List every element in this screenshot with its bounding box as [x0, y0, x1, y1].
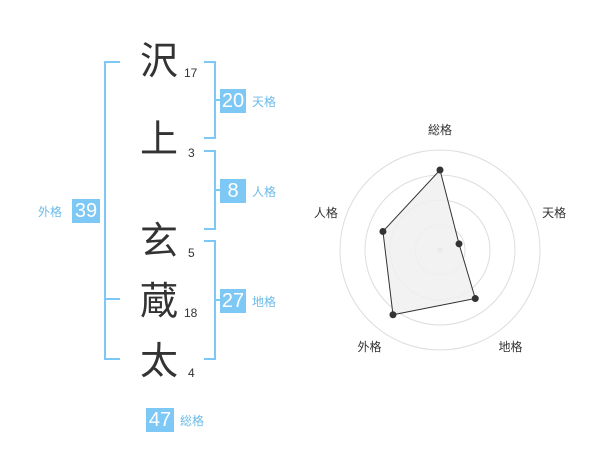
gaikaku-bracket — [104, 61, 120, 360]
jinkaku-bracket-tick — [216, 189, 220, 191]
stroke-count-4: 18 — [184, 306, 198, 320]
gaikaku-label: 外格 — [38, 205, 63, 219]
radar-point-3 — [471, 295, 479, 303]
stroke-count-2: 3 — [188, 146, 195, 160]
stroke-count-3: 5 — [188, 246, 195, 260]
radar-point-5 — [379, 227, 387, 235]
gaikaku-value-badge: 39 — [72, 199, 100, 223]
soukaku-label: 総格 — [180, 414, 205, 428]
name-char-4: 蔵 — [140, 279, 179, 323]
name-char-5: 太 — [140, 339, 179, 383]
name-char-2: 上 — [140, 117, 179, 161]
soukaku-value-badge: 47 — [146, 408, 174, 432]
stroke-count-5: 4 — [188, 366, 195, 380]
tenkaku-bracket-tick — [216, 99, 220, 101]
name-char-1: 沢 — [140, 39, 179, 83]
radar-point-4 — [389, 311, 397, 319]
tenkaku-bracket — [204, 61, 216, 139]
stroke-count-1: 17 — [184, 66, 198, 80]
radar-axis-label-5: 人格 — [314, 205, 338, 220]
tenkaku-label: 天格 — [252, 95, 277, 109]
radar-point-2 — [455, 240, 463, 248]
radar-data-polygon — [382, 168, 476, 316]
chikaku-value-badge: 27 — [220, 289, 246, 313]
name-char-3: 玄 — [140, 219, 179, 263]
jinkaku-label: 人格 — [252, 185, 277, 199]
tenkaku-value-badge: 20 — [220, 89, 246, 113]
chikaku-bracket — [204, 240, 216, 360]
radar-axis-label-2: 天格 — [542, 205, 566, 220]
radar-axis-label-4: 外格 — [357, 339, 381, 354]
gaikaku-inner-tick — [104, 298, 120, 300]
jinkaku-bracket — [204, 150, 216, 230]
jinkaku-value-badge: 8 — [220, 179, 246, 203]
chikaku-label: 地格 — [252, 295, 277, 309]
radar-axis-label-1: 総格 — [428, 122, 452, 137]
radar-axis-label-3: 地格 — [499, 339, 523, 354]
chikaku-bracket-tick — [216, 299, 220, 301]
radar-point-1 — [436, 166, 444, 174]
